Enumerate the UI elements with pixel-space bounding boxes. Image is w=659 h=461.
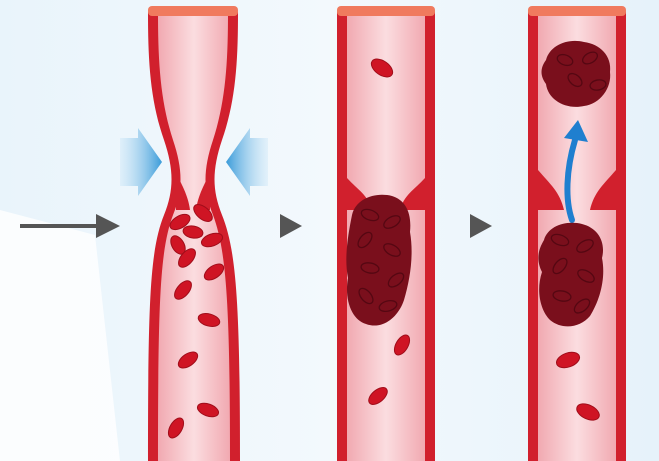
panel-clot-embolus xyxy=(528,6,626,461)
vessel-cap xyxy=(148,6,238,16)
panel-clot-formation xyxy=(337,6,435,461)
vessel-cap xyxy=(528,6,626,16)
vessel-cap xyxy=(337,6,435,16)
